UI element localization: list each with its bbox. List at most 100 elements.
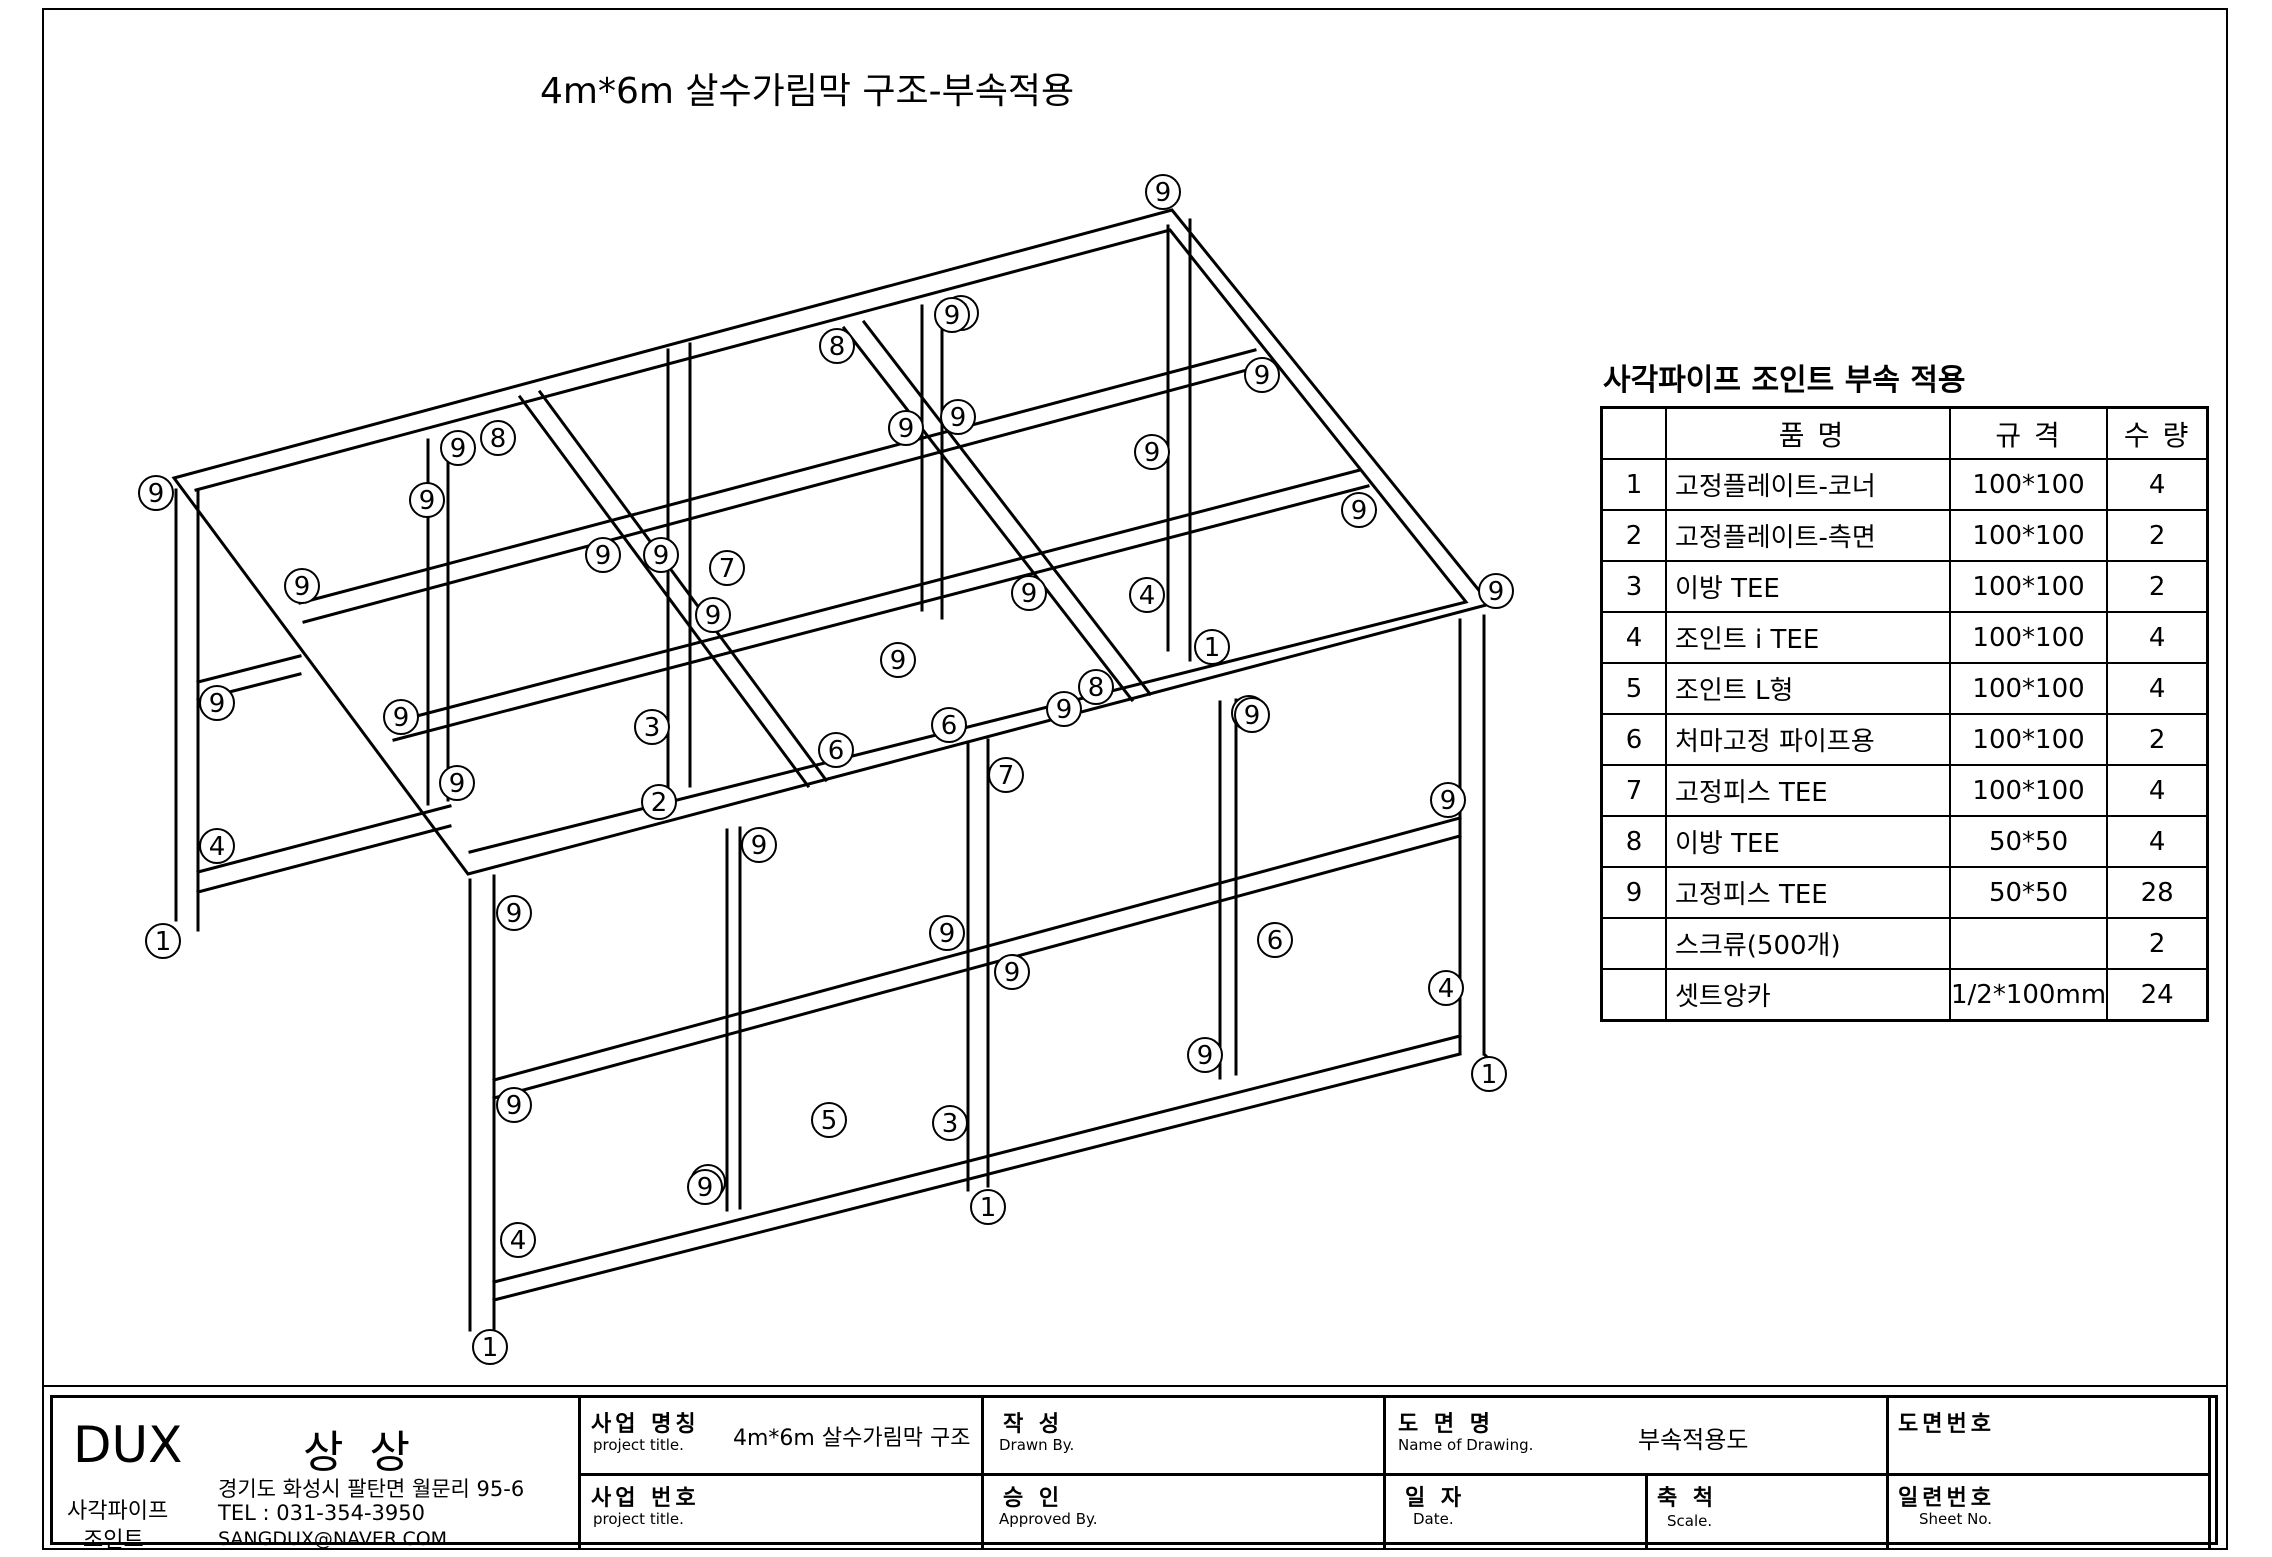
project-name-value: 4m*6m 살수가림막 구조 bbox=[733, 1426, 971, 1451]
approved-label-en: Approved By. bbox=[999, 1510, 1098, 1528]
part-callout-balloon: 9 bbox=[439, 765, 475, 801]
callout-circle bbox=[880, 642, 916, 678]
part-callout-balloon: 9 bbox=[940, 399, 976, 435]
callout-circle bbox=[1194, 629, 1230, 665]
part-callout-balloon: 7 bbox=[988, 757, 1024, 793]
project-no-label-en: project title. bbox=[593, 1510, 684, 1528]
bom-cell-name: 조인트 L형 bbox=[1665, 662, 1951, 715]
callout-number: 9 bbox=[697, 1173, 714, 1203]
date-label-kr: 일 자 bbox=[1405, 1486, 1466, 1511]
callout-circle bbox=[940, 399, 976, 435]
callout-number: 8 bbox=[829, 332, 846, 362]
part-callout-balloon: 8 bbox=[1078, 669, 1114, 705]
bom-cell-name: 조인트 i TEE bbox=[1665, 611, 1951, 664]
callout-number: 9 bbox=[653, 541, 670, 571]
part-callout-balloon: 9 bbox=[643, 537, 679, 573]
part-callout-balloon: 9 bbox=[1011, 575, 1047, 611]
callout-number: 9 bbox=[898, 414, 915, 444]
drawing-name-label-en: Name of Drawing. bbox=[1398, 1436, 1534, 1454]
bom-cell-spec bbox=[1948, 917, 2109, 970]
part-callout-balloon: 9 bbox=[585, 537, 621, 573]
date-label-en: Date. bbox=[1413, 1510, 1454, 1528]
part-callout-balloon: 1 bbox=[472, 1329, 508, 1365]
bom-cell-qty: 2 bbox=[2106, 560, 2209, 613]
drawing-name-value: 부속적용도 bbox=[1638, 1426, 1749, 1454]
company-tel: TEL : 031-354-3950 bbox=[218, 1501, 425, 1525]
callout-circle bbox=[1234, 697, 1270, 733]
bom-cell-no: 8 bbox=[1600, 815, 1667, 868]
callout-circle bbox=[1244, 357, 1280, 393]
part-callout-balloon: 4 bbox=[199, 828, 235, 864]
part-callout-balloon: 9 bbox=[695, 597, 731, 633]
part-callout-balloon: 9 bbox=[1430, 782, 1466, 818]
part-callout-balloon: 9 bbox=[199, 685, 235, 721]
bom-header-name: 품 명 bbox=[1665, 406, 1951, 460]
sheet-no-label-en: Sheet No. bbox=[1919, 1510, 1993, 1528]
part-callout-balloon: 1 bbox=[970, 1189, 1006, 1225]
callout-number: 4 bbox=[209, 832, 226, 862]
callout-circle bbox=[695, 597, 731, 633]
callout-circle bbox=[409, 482, 445, 518]
callout-circle bbox=[934, 297, 970, 333]
bom-cell-spec: 1/2*100mm bbox=[1948, 968, 2109, 1022]
part-callout-balloon: 4 bbox=[1428, 970, 1464, 1006]
callout-circle bbox=[480, 420, 516, 456]
bom-cell-qty: 4 bbox=[2106, 662, 2209, 715]
callout-number: 9 bbox=[1004, 958, 1021, 988]
project-name-label-en: project title. bbox=[593, 1436, 684, 1454]
bom-cell-no: 4 bbox=[1600, 611, 1667, 664]
callout-circle bbox=[1478, 573, 1514, 609]
callout-number: 6 bbox=[1267, 926, 1284, 956]
callout-circle bbox=[811, 1102, 847, 1138]
bom-cell-name: 이방 TEE bbox=[1665, 560, 1951, 613]
callout-circle bbox=[888, 410, 924, 446]
callout-circle bbox=[439, 765, 475, 801]
drawing-name-label-kr: 도 면 명 bbox=[1398, 1412, 1495, 1437]
part-callout-balloon: 9 bbox=[1145, 174, 1181, 210]
callout-number: 9 bbox=[705, 601, 722, 631]
bom-cell-qty: 4 bbox=[2106, 815, 2209, 868]
callout-number: 9 bbox=[209, 689, 226, 719]
bom-header-row: 품 명 규 격 수 량 bbox=[1600, 406, 2209, 460]
callout-number: 6 bbox=[828, 736, 845, 766]
callout-circle bbox=[929, 915, 965, 951]
bom-cell-no: 6 bbox=[1600, 713, 1667, 766]
callout-number: 9 bbox=[1440, 786, 1457, 816]
bom-row: 스크류(500개)2 bbox=[1600, 917, 2209, 970]
approved-label-kr: 승 인 bbox=[1003, 1486, 1064, 1511]
bom-title: 사각파이프 조인트 부속 적용 bbox=[1603, 363, 1966, 398]
part-callout-balloon: 9 bbox=[138, 475, 174, 511]
scale-label-kr: 축 척 bbox=[1657, 1486, 1718, 1511]
part-callout-balloon: 6 bbox=[818, 732, 854, 768]
part-callout-balloon: 9 bbox=[1187, 1037, 1223, 1073]
callout-number: 1 bbox=[980, 1193, 997, 1223]
part-callout-balloon: 9 bbox=[994, 954, 1030, 990]
part-callout-balloon: 1 bbox=[145, 923, 181, 959]
callout-circle bbox=[819, 328, 855, 364]
callout-circle bbox=[709, 550, 745, 586]
callout-circle bbox=[687, 1169, 723, 1205]
part-callout-balloon: 9 bbox=[409, 482, 445, 518]
callout-circle bbox=[440, 430, 476, 466]
callout-circle bbox=[138, 475, 174, 511]
callout-circle bbox=[199, 828, 235, 864]
part-callout-balloon: 9 bbox=[1341, 492, 1377, 528]
callout-number: 6 bbox=[941, 711, 958, 741]
callout-number: 7 bbox=[998, 761, 1015, 791]
part-callout-balloon: 8 bbox=[480, 420, 516, 456]
bom-header-no bbox=[1600, 406, 1667, 460]
bom-cell-qty: 4 bbox=[2106, 611, 2209, 664]
callout-circle bbox=[643, 537, 679, 573]
bom-cell-name: 스크류(500개) bbox=[1665, 917, 1951, 970]
brand-sub2: 조인트 bbox=[83, 1528, 144, 1553]
bom-cell-qty: 24 bbox=[2106, 968, 2209, 1022]
bom-cell-spec: 50*50 bbox=[1948, 866, 2109, 919]
callout-circle bbox=[199, 685, 235, 721]
